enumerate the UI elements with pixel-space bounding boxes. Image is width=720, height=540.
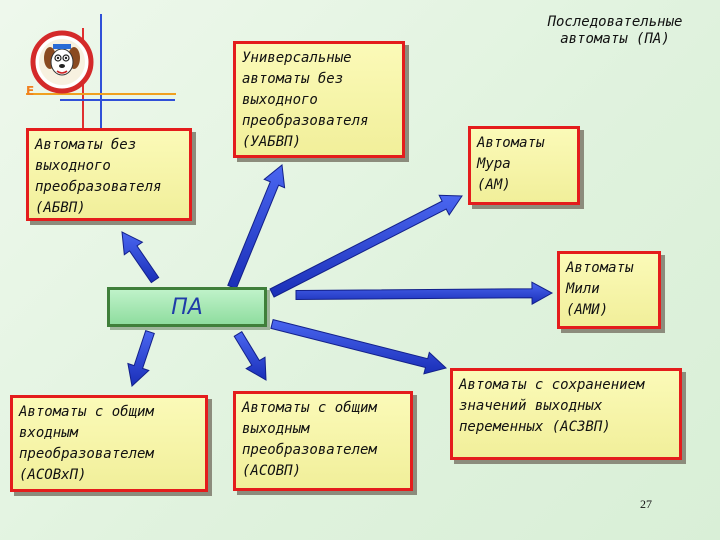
arrow-to-asovxp (127, 329, 155, 387)
arrow-to-am (269, 194, 463, 298)
box-abvp: Автоматы без выходного преобразователя (… (26, 128, 192, 221)
arrow-to-aszvp (270, 318, 448, 375)
arrow-to-uabvp (227, 164, 286, 290)
diagram-title: Последовательные автоматы (ПА) (547, 14, 683, 47)
decor-line-blue-horizontal (60, 99, 175, 101)
logo (28, 30, 94, 96)
center-node-pa: ПА (107, 287, 267, 327)
decor-line-blue-vertical (100, 14, 102, 154)
box-am: Автоматы Мура (АМ) (468, 126, 580, 205)
dog-mascot-icon (30, 30, 94, 94)
box-asovp: Автоматы с общим выходным преобразовател… (233, 391, 413, 491)
box-aszvp: Автоматы с сохранением значений выходных… (450, 368, 682, 460)
arrow-to-asovp (233, 331, 267, 381)
arrow-to-ami (295, 281, 554, 306)
box-asovxp: Автоматы с общим входным преобразователе… (10, 395, 208, 492)
logo-letter: E (26, 84, 35, 98)
box-uabvp: Универсальные автоматы без выходного пре… (233, 41, 405, 158)
decor-line-orange-horizontal (26, 93, 176, 95)
center-label: ПА (171, 294, 203, 320)
box-ami: Автоматы Мили (АМИ) (557, 251, 661, 329)
page-number: 27 (640, 497, 652, 511)
arrow-to-abvp (121, 231, 160, 284)
